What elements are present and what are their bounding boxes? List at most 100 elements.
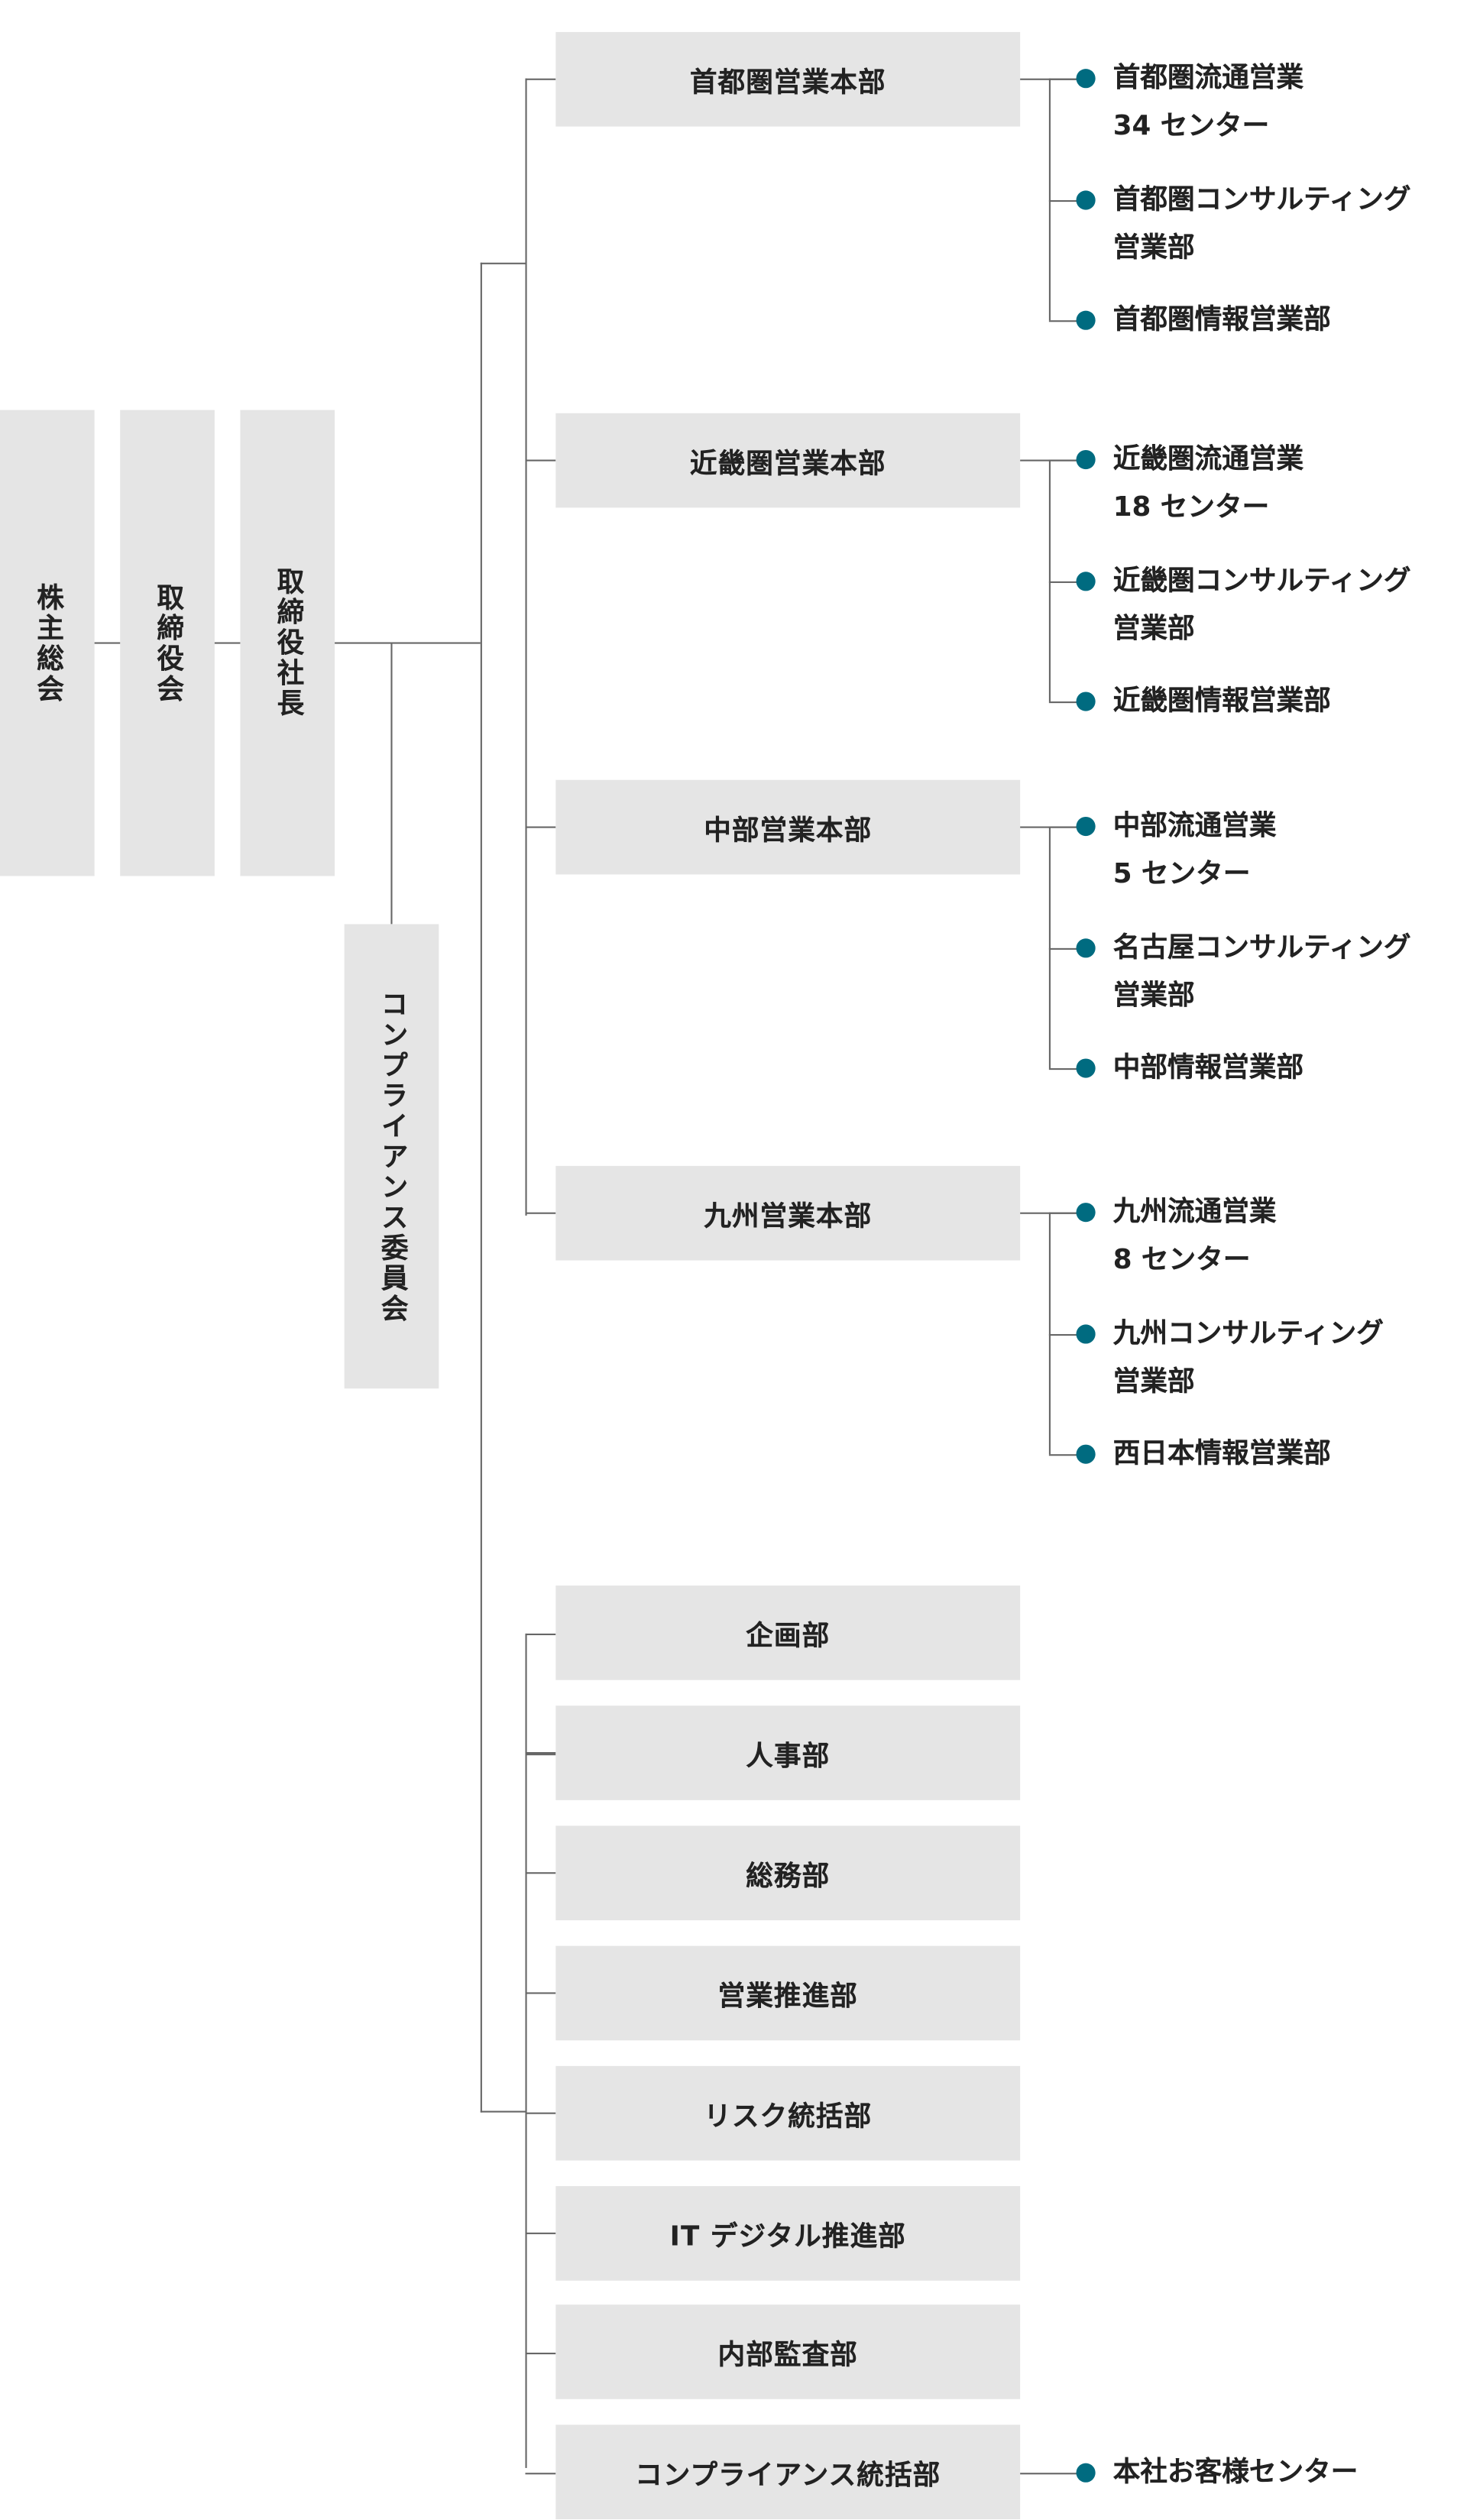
connector [1048,78,1078,81]
president-label: 取締役社長 [270,566,303,720]
connector [480,2110,526,2113]
bullet-dot-icon [1076,572,1096,591]
department-box: リスク統括部 [555,2065,1021,2160]
sales-division-box: 近畿圏営業本部 [555,413,1021,508]
customer-center-label: 本社お客様センター [1112,2456,1359,2489]
bullet-dot-icon [1076,1444,1096,1464]
connector [1048,1454,1078,1456]
connector [1048,1212,1078,1215]
sales-division-box: 九州営業本部 [555,1165,1021,1261]
connector [525,78,556,81]
connector [1048,78,1051,321]
connector [214,642,241,644]
connector [1048,459,1078,462]
shareholders-meeting-label: 株主総会 [30,581,63,704]
sub-unit-label: 営業部 [1112,980,1195,1012]
connector [1020,459,1078,462]
connector [525,459,556,462]
bullet-dot-icon [1076,310,1096,330]
connector [1048,1212,1051,1455]
connector [94,642,121,644]
connector [1048,581,1078,584]
connector [525,1632,556,1635]
sub-unit-label: 九州コンサルティング [1112,1318,1384,1350]
sub-unit-label: 8 センター [1112,1244,1251,1277]
bullet-dot-icon [1076,938,1096,958]
connector [1048,320,1078,322]
sales-division-label: 近畿圏営業本部 [689,448,886,481]
connector [1020,826,1078,829]
bullet-dot-icon [1076,69,1096,89]
connector [525,2472,556,2475]
board-of-directors-box: 取締役会 [120,410,215,876]
department-box: 人事部 [555,1705,1021,1800]
department-box: 企画部 [555,1586,1021,1680]
sub-unit-label: 首都圏流通営業 [1112,62,1304,95]
connector [525,1212,556,1215]
trunk-line [480,262,483,2113]
connector [1020,1212,1078,1215]
bullet-dot-icon [1076,692,1096,711]
connector [1048,947,1078,951]
sub-unit-label: 34 センター [1112,110,1270,143]
bullet-dot-icon [1076,449,1096,470]
compliance-committee-box: コンプライアンス委員会 [344,924,439,1389]
connector [1048,200,1078,202]
sub-unit-label: 中部情報営業部 [1112,1052,1304,1084]
sub-unit-label: 営業部 [1112,1365,1195,1398]
department-box: IT デジタル推進部 [555,2185,1021,2280]
sub-unit-label: 名古屋コンサルティング [1112,931,1411,964]
board-of-directors-label: 取締役会 [151,581,183,704]
department-box: 営業推進部 [555,1945,1021,2040]
sub-unit-label: 首都圏コンサルティング [1112,184,1411,216]
bullet-dot-icon [1076,190,1096,210]
sub-unit-label: 近畿圏コンサルティング [1112,565,1411,598]
sales-division-box: 首都圏営業本部 [555,31,1021,127]
connector [1048,1068,1078,1071]
sub-unit-label: 営業部 [1112,232,1195,264]
connector [480,262,526,265]
sub-unit-label: 近畿圏情報営業部 [1112,685,1331,718]
connector [525,2352,556,2355]
sub-unit-label: 5 センター [1112,858,1251,891]
sub-unit-label: 18 センター [1112,491,1270,524]
connector [1048,459,1051,702]
department-box: 総務部 [555,1825,1021,1920]
connector [1048,1333,1078,1336]
bullet-dot-icon [1076,1324,1096,1344]
bullet-dot-icon [1076,1058,1096,1078]
sub-unit-label: 西日本情報営業部 [1112,1438,1331,1471]
sales-division-label: 中部営業本部 [704,815,873,847]
sales-division-label: 九州営業本部 [704,1201,873,1233]
connector [525,826,556,829]
connector [1048,826,1078,829]
department-box: コンプライアンス統括部 [555,2424,1021,2520]
connector [1048,826,1051,1069]
connector [525,2232,556,2235]
dept-branch-line [525,1633,527,2468]
sales-branch-line [525,78,527,1216]
connector [1020,78,1078,81]
sales-division-label: 首都圏営業本部 [689,67,886,99]
sub-unit-label: 営業部 [1112,613,1195,646]
connector [1048,701,1078,704]
connector [525,1992,556,1995]
bullet-dot-icon [1076,2463,1096,2483]
compliance-committee-label: コンプライアンス委員会 [374,989,407,1324]
bullet-dot-icon [1076,816,1096,837]
connector [525,1872,556,1875]
shareholders-meeting-box: 株主総会 [0,410,95,876]
sales-division-box: 中部営業本部 [555,779,1021,875]
sub-unit-label: 九州流通営業 [1112,1196,1277,1229]
connector [390,642,393,925]
connector [1020,2472,1078,2475]
sub-unit-label: 首都圏情報営業部 [1112,304,1331,337]
connector [525,2112,556,2115]
sub-unit-label: 中部流通営業 [1112,810,1277,843]
sub-unit-label: 近畿圏流通営業 [1112,443,1304,476]
department-box: 内部監査部 [555,2305,1021,2400]
connector [525,1752,556,1755]
president-box: 取締役社長 [240,410,335,876]
bullet-dot-icon [1076,1203,1096,1223]
